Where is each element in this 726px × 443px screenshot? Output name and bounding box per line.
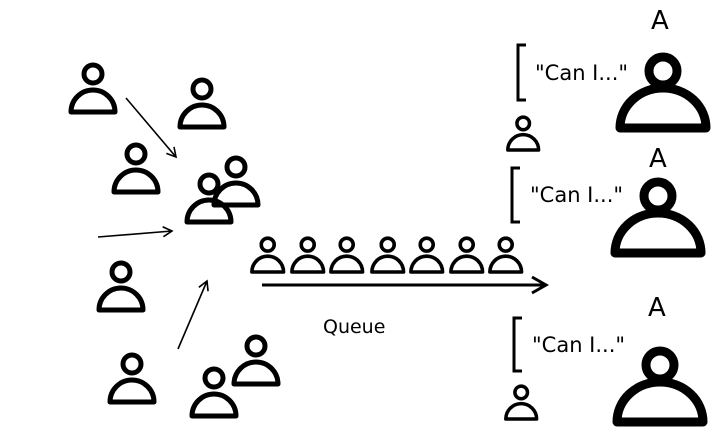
requester-person-icon bbox=[504, 384, 539, 421]
queue-row bbox=[250, 236, 524, 274]
customer-person-icon bbox=[192, 369, 236, 416]
queued-person-icon bbox=[488, 236, 524, 274]
customer-person-icon bbox=[187, 175, 231, 222]
customer-person-icon bbox=[99, 263, 143, 310]
queue-label: Queue bbox=[323, 316, 385, 338]
agent-person-icon bbox=[620, 57, 706, 128]
queued-person-icon bbox=[250, 236, 286, 274]
agent-label: A bbox=[648, 293, 666, 323]
request-bubble-text: "Can I..." bbox=[530, 183, 623, 207]
agent-label: A bbox=[649, 144, 667, 174]
queued-person-icon bbox=[409, 236, 445, 274]
arrow-icon bbox=[125, 97, 178, 159]
customer-person-icon bbox=[180, 80, 224, 127]
converging-arrows bbox=[97, 97, 209, 350]
customer-person-icon bbox=[234, 337, 278, 384]
queued-person-icon bbox=[449, 236, 485, 274]
queued-person-icon bbox=[370, 236, 406, 274]
request-bubble-text: "Can I..." bbox=[532, 333, 625, 357]
request-bracket bbox=[510, 166, 520, 224]
request-bracket bbox=[516, 43, 526, 102]
customer-person-icon bbox=[71, 65, 115, 112]
service-desk-1: "Can I..." A bbox=[506, 6, 706, 152]
agent-person-icon bbox=[617, 351, 703, 422]
queued-person-icon bbox=[329, 236, 365, 274]
customer-person-icon bbox=[114, 145, 158, 192]
request-bubble-text: "Can I..." bbox=[535, 61, 628, 85]
request-bracket bbox=[512, 316, 522, 373]
customer-crowd bbox=[71, 65, 278, 416]
arrow-icon bbox=[97, 226, 174, 238]
customer-person-icon bbox=[214, 158, 258, 205]
service-desk-2: "Can I..." A bbox=[510, 144, 701, 253]
agent-label: A bbox=[651, 6, 669, 36]
requester-person-icon bbox=[506, 115, 541, 152]
queued-person-icon bbox=[290, 236, 326, 274]
service-desk-3: "Can I..." A bbox=[504, 293, 703, 422]
customer-person-icon bbox=[110, 355, 154, 402]
agent-person-icon bbox=[615, 182, 701, 253]
arrow-icon bbox=[177, 279, 209, 350]
